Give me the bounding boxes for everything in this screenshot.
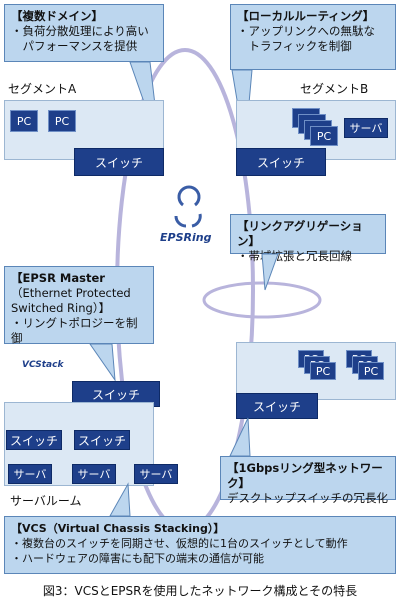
stack-switch-1: スイッチ (6, 430, 62, 450)
server-icon: サーバ (344, 118, 388, 138)
callout-title: 【リンクアグリゲーション】 (237, 219, 363, 248)
callout-line: Switched Ring）】 (11, 301, 111, 315)
epsr-logo-text: EPSRing (160, 231, 212, 244)
pc-stack-icon: PC (310, 362, 336, 380)
switch-segment-b: スイッチ (236, 148, 326, 176)
pc-icon: PC (10, 110, 38, 132)
vcs-logo: VCStack (22, 360, 63, 370)
callout-title: 【ローカルルーティング】 (237, 9, 375, 23)
callout-line: （Ethernet Protected (11, 286, 131, 300)
server-1: サーバ (8, 464, 52, 484)
callout-line: ・複数台のスイッチを同期させ、仮想的に1台のスイッチとして動作 (11, 537, 348, 550)
callout-gbps-ring: 【1Gbpsリング型ネットワーク】 デスクトップスイッチの冗長化 (220, 456, 396, 505)
callout-title: 【VCS（Virtual Chassis Stacking）】 (11, 522, 225, 535)
link-aggregation-ellipse (202, 281, 322, 319)
stack-switch-2: スイッチ (74, 430, 130, 450)
callout-line: トラフィックを制御 (237, 39, 352, 53)
callout-line: ・ハードウェアの障害にも配下の端末の通信が可能 (11, 552, 264, 565)
server-2: サーバ (72, 464, 116, 484)
callout-link-aggregation: 【リンクアグリゲーション】 ・帯域拡張と冗長回線 (230, 214, 386, 263)
callout-title: 【複数ドメイン】 (11, 9, 103, 23)
callout-epsr-master: 【EPSR Master （Ethernet Protected Switche… (4, 266, 154, 345)
segment-a-label: セグメントA (8, 82, 77, 96)
switch-desktop: スイッチ (236, 393, 318, 419)
figure-caption: 図3：VCSとEPSRを使用したネットワーク構成とその特長 (42, 584, 358, 598)
callout-title: 【1Gbpsリング型ネットワーク】 (227, 461, 383, 490)
callout-line: ・リングトポロジーを制御 (11, 316, 138, 345)
callout-vcs: 【VCS（Virtual Chassis Stacking）】 ・複数台のスイッ… (4, 516, 396, 574)
callout-title: 【EPSR Master (11, 271, 105, 285)
callout-line: ・アップリンクへの無駄な (237, 24, 375, 38)
server-room-label: サーバルーム (10, 494, 82, 508)
callout-line: ・負荷分散処理により高い (11, 24, 149, 38)
callout-line: パフォーマンスを提供 (11, 39, 138, 53)
pc-stack-icon: PC (358, 362, 384, 380)
vcs-logo-text: VCStack (22, 360, 64, 370)
callout-line: デスクトップスイッチの冗長化 (227, 491, 388, 505)
server-3: サーバ (134, 464, 178, 484)
callout-local-routing: 【ローカルルーティング】 ・アップリンクへの無駄な トラフィックを制御 (230, 4, 396, 70)
switch-segment-a: スイッチ (74, 148, 164, 176)
callout-multi-domain: 【複数ドメイン】 ・負荷分散処理により高い パフォーマンスを提供 (4, 4, 164, 62)
callout-line: ・帯域拡張と冗長回線 (237, 249, 352, 263)
segment-b-label: セグメントB (300, 82, 369, 96)
pc-stack-icon: PC (310, 126, 338, 146)
pc-icon: PC (48, 110, 76, 132)
